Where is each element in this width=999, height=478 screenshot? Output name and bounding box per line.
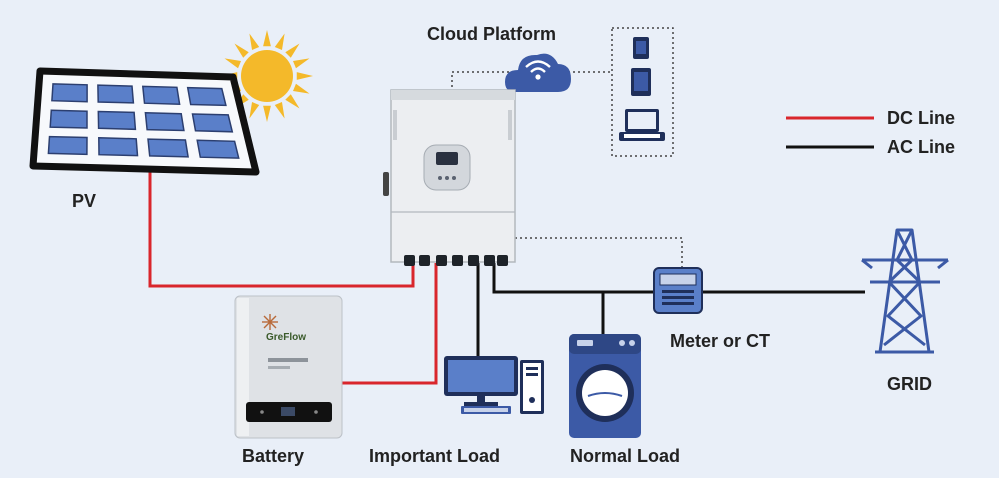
normal-load-label: Normal Load [570, 446, 680, 466]
battery-brand: GreFlow [266, 332, 306, 343]
monitoring-devices [611, 27, 674, 157]
inverter-port [404, 255, 415, 266]
tablet-icon [631, 68, 651, 96]
pv-label: PV [72, 191, 96, 211]
legend-dc-label: DC Line [887, 108, 955, 128]
sun-icon [221, 30, 313, 122]
sun-ray [285, 43, 300, 58]
sun-ray [224, 58, 242, 69]
inverter-port [452, 255, 463, 266]
solar-cell [141, 85, 181, 105]
solar-cell [144, 111, 185, 132]
inverter-meter-link [515, 237, 683, 268]
grid-ac-wire [492, 263, 865, 294]
meter-label: Meter or CT [670, 331, 770, 351]
sun-ray [234, 43, 249, 58]
dc-wires [148, 172, 438, 385]
cloud-wifi-icon [505, 53, 571, 92]
solar-panel [29, 67, 260, 176]
inverter-port [468, 255, 479, 266]
sun-ray [249, 101, 260, 119]
sun-ray [292, 83, 310, 94]
laptop-icon [619, 109, 665, 141]
solar-cell [97, 84, 135, 104]
important-load-label: Important Load [369, 446, 500, 466]
solar-cell [98, 137, 139, 157]
battery-label: Battery [242, 446, 304, 466]
hybrid-inverter [383, 89, 516, 266]
desktop-pc-icon [444, 356, 544, 414]
solar-cell [196, 139, 240, 159]
inverter-port [497, 255, 508, 266]
battery-unit: GreFlow [234, 295, 343, 439]
cloud-platform-label: Cloud Platform [427, 24, 556, 44]
sun-ray [249, 33, 260, 51]
inverter-port [436, 255, 447, 266]
legend-ac-label: AC Line [887, 137, 955, 157]
inverter-port [484, 255, 495, 266]
washing-machine-icon [569, 334, 641, 438]
inverter-cloud-link [451, 71, 510, 92]
solar-cell [97, 110, 137, 131]
solar-cell [47, 135, 88, 156]
electric-meter-icon [653, 267, 703, 314]
transmission-tower-icon [861, 228, 949, 354]
solar-cell [191, 113, 234, 133]
sun-ray [263, 30, 271, 47]
comm-lines [451, 71, 683, 268]
solar-cell [186, 86, 227, 107]
battery-dc-wire [340, 263, 438, 385]
legend: DC Line AC Line [786, 108, 955, 157]
pv-dc-wire [148, 172, 415, 288]
sun-ray [274, 101, 285, 119]
inverter-port [419, 255, 430, 266]
sun-ray [292, 58, 310, 69]
sun-ray [274, 33, 285, 51]
sun-ray [263, 105, 271, 122]
battery-logo-icon [262, 314, 278, 330]
ac-wires [476, 263, 865, 356]
grid-label: GRID [887, 374, 932, 394]
solar-cell [49, 109, 88, 129]
sun-ray [285, 94, 300, 109]
solar-cell [51, 83, 88, 103]
solar-cell [147, 138, 189, 158]
sun-ray [296, 72, 313, 80]
phone-icon [633, 37, 649, 59]
